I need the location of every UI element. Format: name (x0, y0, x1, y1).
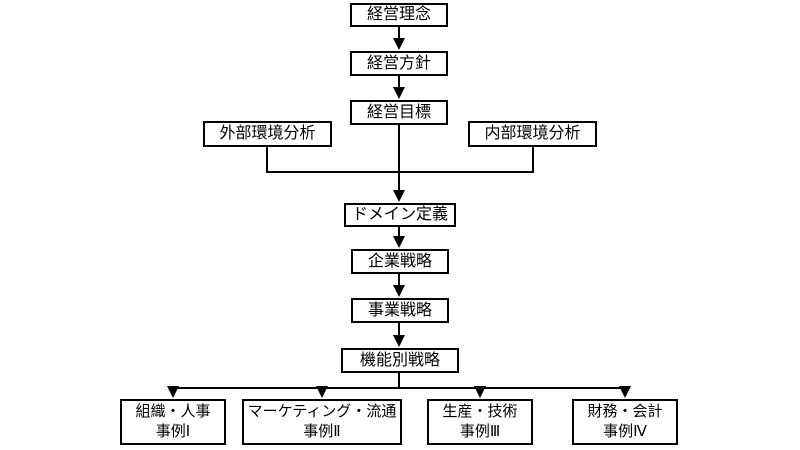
node-case-production-technology: 生産・技術 事例Ⅲ (427, 399, 533, 445)
edge-env-analysis-merge (266, 147, 534, 173)
node-case-marketing-title: マーケティング・流通 (247, 402, 397, 420)
node-case-finance-accounting: 財務・会計 事例Ⅳ (572, 399, 678, 445)
node-case-production-title: 生産・技術 (442, 402, 518, 420)
node-case-marketing-distribution: マーケティング・流通 事例Ⅱ (242, 399, 402, 445)
node-corporate-strategy: 企業戦略 (351, 249, 449, 274)
node-case-org-hr-caselabel: 事例Ⅰ (155, 423, 191, 440)
node-case-production-caselabel: 事例Ⅲ (459, 423, 501, 440)
node-internal-environment-analysis: 内部環境分析 (468, 121, 597, 147)
node-business-strategy: 事業戦略 (351, 298, 449, 323)
node-case-org-hr: 組織・人事 事例Ⅰ (120, 399, 226, 445)
node-management-goal: 経営目標 (350, 100, 448, 125)
node-management-policy: 経営方針 (350, 51, 448, 76)
node-case-org-hr-title: 組織・人事 (135, 402, 211, 420)
node-management-philosophy: 経営理念 (350, 3, 448, 27)
node-functional-strategy: 機能別戦略 (341, 348, 459, 373)
node-case-finance-caselabel: 事例Ⅳ (603, 423, 647, 440)
node-case-marketing-caselabel: 事例Ⅱ (303, 423, 341, 440)
node-external-environment-analysis: 外部環境分析 (203, 121, 332, 147)
node-domain-definition: ドメイン定義 (344, 203, 456, 227)
node-case-finance-title: 財務・会計 (587, 402, 663, 420)
